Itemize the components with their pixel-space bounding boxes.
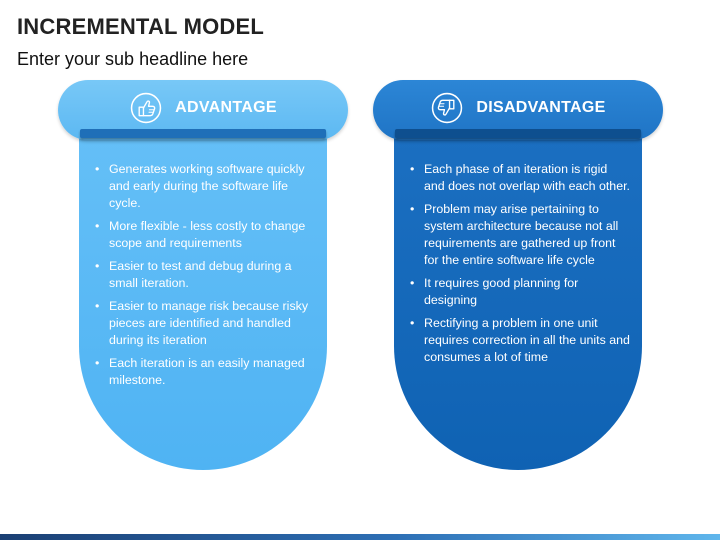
advantage-list: Generates working software quickly and e… [93, 161, 315, 389]
advantage-panel: Generates working software quickly and e… [58, 80, 348, 470]
disadvantage-point: Rectifying a problem in one unit require… [408, 315, 630, 366]
advantage-header-bar [80, 129, 326, 138]
disadvantage-point: Each phase of an iteration is rigid and … [408, 161, 630, 195]
advantage-point: More flexible - less costly to change sc… [93, 218, 315, 252]
disadvantage-point: Problem may arise pertaining to system a… [408, 201, 630, 269]
disadvantage-panel: Each phase of an iteration is rigid and … [373, 80, 663, 470]
advantage-point: Easier to manage risk because risky piec… [93, 298, 315, 349]
advantage-point: Easier to test and debug during a small … [93, 258, 315, 292]
page-title: INCREMENTAL MODEL [17, 14, 265, 39]
footer-strip [0, 534, 720, 540]
thumbs-down-icon [432, 92, 463, 124]
thumbs-up-icon [130, 92, 162, 124]
disadvantage-label: DISADVANTAGE [476, 99, 606, 116]
advantage-point: Generates working software quickly and e… [93, 161, 315, 212]
advantage-label: ADVANTAGE [175, 99, 277, 116]
disadvantage-header-bar [395, 129, 641, 138]
disadvantage-body: Each phase of an iteration is rigid and … [394, 137, 642, 470]
advantage-body: Generates working software quickly and e… [79, 137, 327, 470]
page-subtitle: Enter your sub headline here [17, 49, 249, 69]
disadvantage-point: It requires good planning for designing [408, 275, 630, 309]
advantage-point: Each iteration is an easily managed mile… [93, 355, 315, 389]
disadvantage-list: Each phase of an iteration is rigid and … [408, 161, 630, 366]
